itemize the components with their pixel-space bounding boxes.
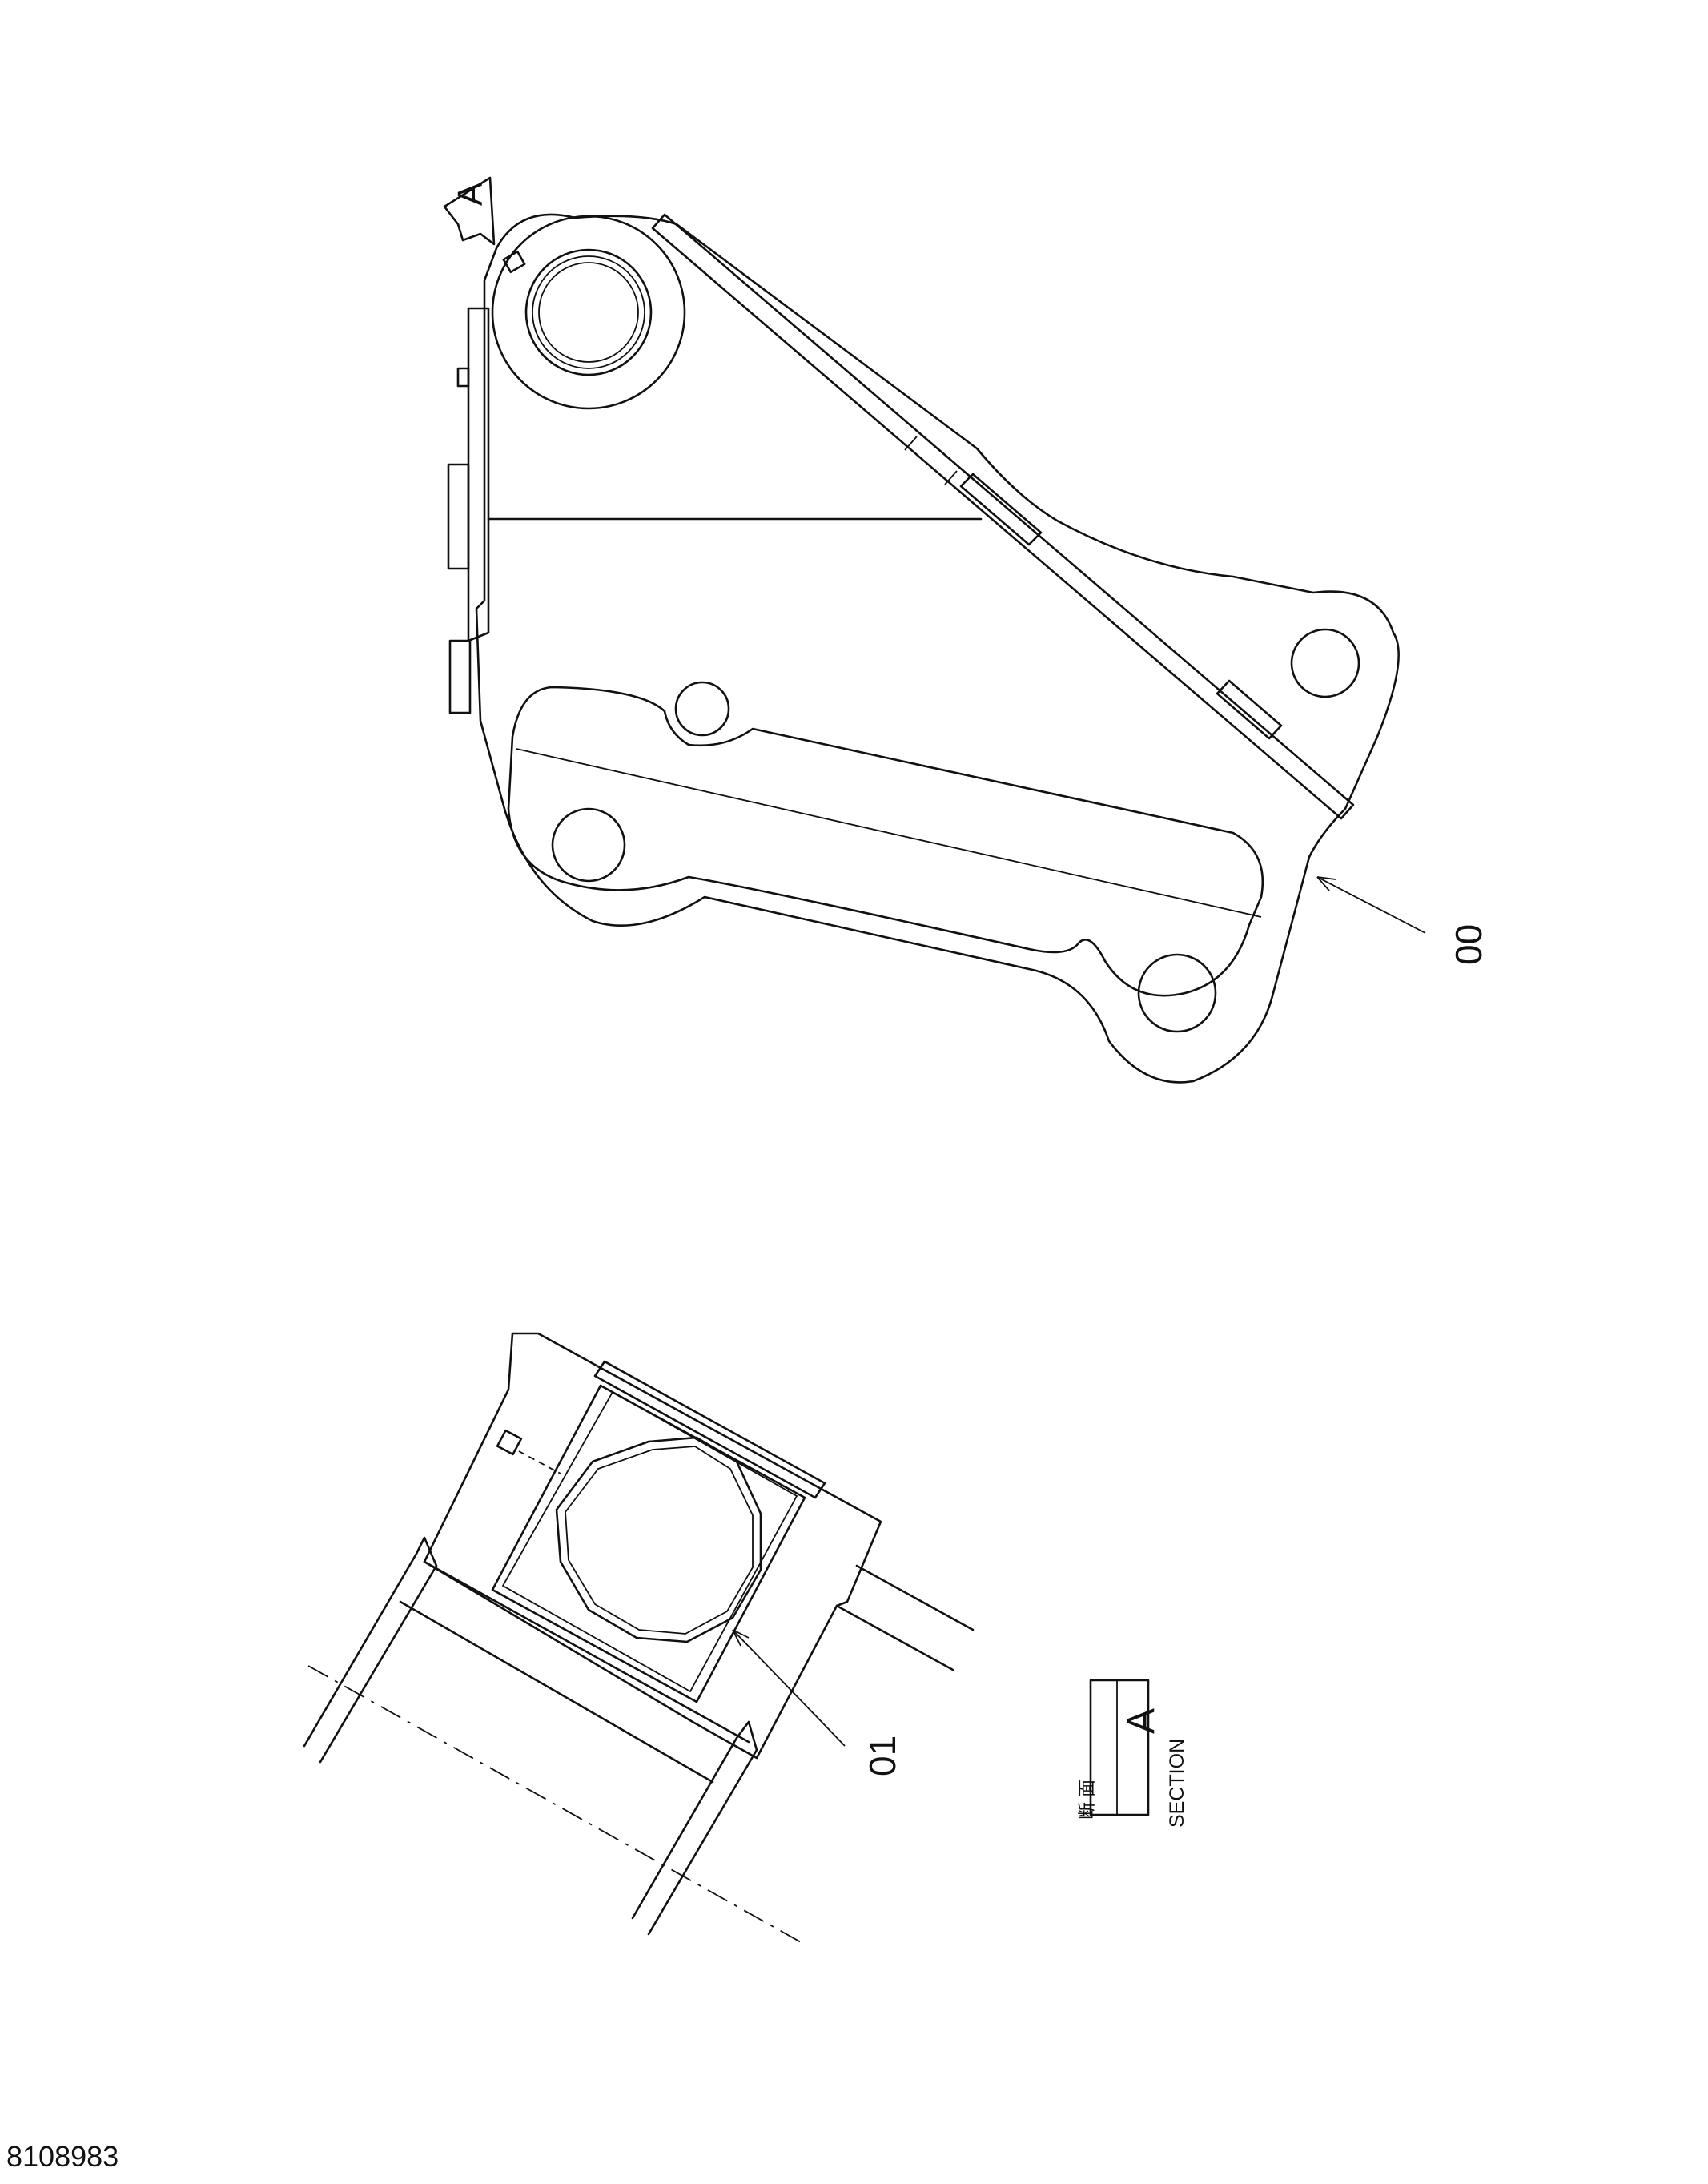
lower-pocket [507,686,1264,997]
bracket-main-view: A 00 [443,176,1489,1084]
housing-outline [423,1332,882,1760]
grease-passage [518,1450,561,1474]
leader-00-arrow [1316,876,1336,891]
pin-section-inner [565,1446,754,1635]
center-body [399,1560,750,1784]
right-pin-hole [1290,628,1360,698]
pin-section [555,1436,762,1643]
small-pin-hole [674,681,730,737]
section-box-en: SECTION [1166,1739,1188,1828]
left-tab-upper [456,367,470,388]
plate-joint-2 [944,470,958,485]
left-tab-lower [448,639,472,714]
section-marker-arrow [443,176,496,246]
bushing-square [491,1384,806,1703]
bushing-inner-ring [532,255,645,369]
right-shaft-lower [835,1604,954,1671]
plate-pad-1 [959,473,1043,546]
top-flange [593,1360,826,1499]
section-box-frame [1089,1679,1150,1816]
grease-fitting [502,250,526,274]
section-grease-fitting [496,1429,523,1456]
pocket-web-line [516,748,1262,918]
drawing-number: 8108983 [6,2140,119,2173]
right-shaft-upper [855,1564,975,1631]
section-label-box: 断 面 SECTION A [1077,1679,1188,1828]
left-tab-middle [447,463,470,570]
part-label-00: 00 [1448,924,1489,965]
top-boss-circle [491,215,686,410]
section-marker-letter: A [451,182,490,206]
bushing-bore [538,262,639,363]
bushing-outer-ring [524,248,653,376]
section-a-view: 01 [303,1332,975,1943]
plate-joint-1 [904,436,918,451]
lower-arm [631,1720,758,1936]
part-label-01: 01 [862,1736,903,1776]
bracket-outline [475,213,1400,1084]
section-box-jp: 断 面 [1077,1780,1097,1820]
plate-pad-2 [1216,679,1283,740]
bottom-pin-hole [1137,953,1217,1033]
leader-01 [732,1629,846,1747]
leader-01-arrow [732,1629,750,1647]
leader-00 [1316,876,1426,934]
centerline [307,1665,802,1943]
diagonal-plate [651,213,1355,820]
section-box-letter: A [1120,1708,1163,1734]
left-arm [303,1536,438,1764]
left-pin-hole [551,807,626,883]
